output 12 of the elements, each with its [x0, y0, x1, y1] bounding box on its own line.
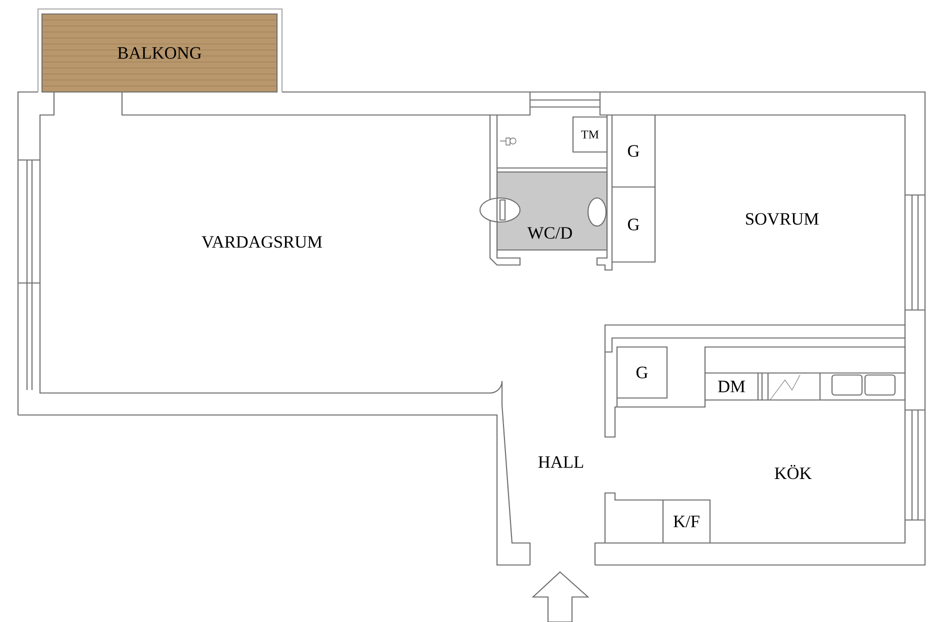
appliance-box: DM	[704, 372, 759, 401]
room-label: HALL	[538, 456, 584, 468]
room-label: SOVRUM	[746, 213, 819, 225]
bathroom-area: WC/D	[479, 171, 608, 251]
closet-box: G	[611, 186, 656, 263]
closet-box: G	[616, 346, 668, 399]
room-label: VARDAGSRUM	[202, 236, 322, 248]
cabinet-box: TM	[572, 116, 608, 153]
room-label: KÖK	[774, 464, 812, 480]
appliance-box: K/F	[662, 499, 711, 544]
closet-box: G	[611, 114, 656, 188]
balcony-deck: BALKONG	[41, 13, 278, 93]
